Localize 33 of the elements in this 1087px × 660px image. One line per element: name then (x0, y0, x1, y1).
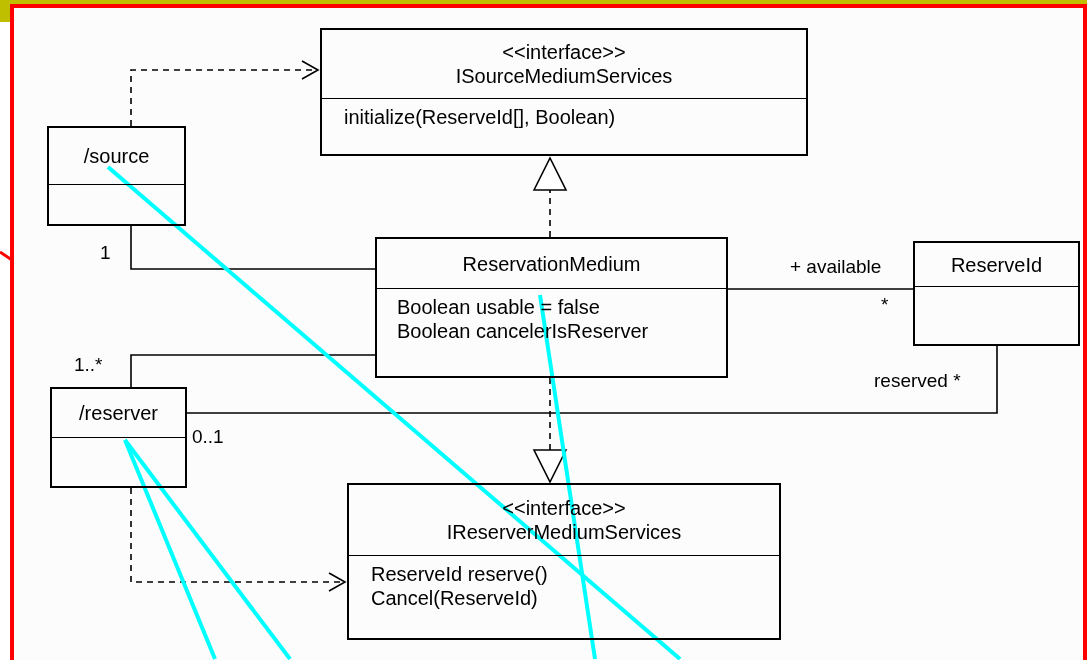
dependency-arrow (130, 60, 319, 127)
class-box (375, 237, 728, 378)
stereotype-label: <<interface>> (502, 40, 626, 64)
class-box (320, 28, 808, 156)
association-line (727, 288, 914, 290)
class-box (47, 126, 186, 226)
class-box (347, 483, 781, 640)
operation-text: Cancel(ReserveId) (371, 586, 539, 610)
class-box (50, 387, 187, 488)
operation-text: initialize(ReserveId[], Boolean) (344, 105, 617, 129)
class-name: /source (83, 144, 150, 168)
class-name: ReserveId (950, 252, 1043, 277)
class-name: /reserver (79, 401, 158, 425)
association-line (130, 225, 376, 270)
dependency-arrow (533, 377, 567, 483)
class-name: ReservationMedium (462, 251, 641, 276)
leader-line (106, 165, 682, 660)
multiplicity-label: 0..1 (192, 426, 224, 448)
operation-text: ReserveId reserve() (371, 562, 549, 586)
dependency-arrow (533, 157, 567, 238)
leader-line (123, 439, 217, 660)
interface-name: ISourceMediumServices (455, 64, 673, 88)
class-box (913, 241, 1080, 346)
leader-line (538, 294, 597, 660)
multiplicity-label: * (881, 294, 889, 316)
role-label: + available (790, 256, 882, 278)
dependency-arrow (130, 487, 346, 592)
multiplicity-label: 1..* (74, 354, 103, 376)
multiplicity-label: 1 (100, 242, 111, 264)
association-line (130, 354, 376, 388)
role-label: reserved * (874, 370, 961, 392)
association-line (186, 345, 998, 414)
leader-line (123, 438, 292, 660)
